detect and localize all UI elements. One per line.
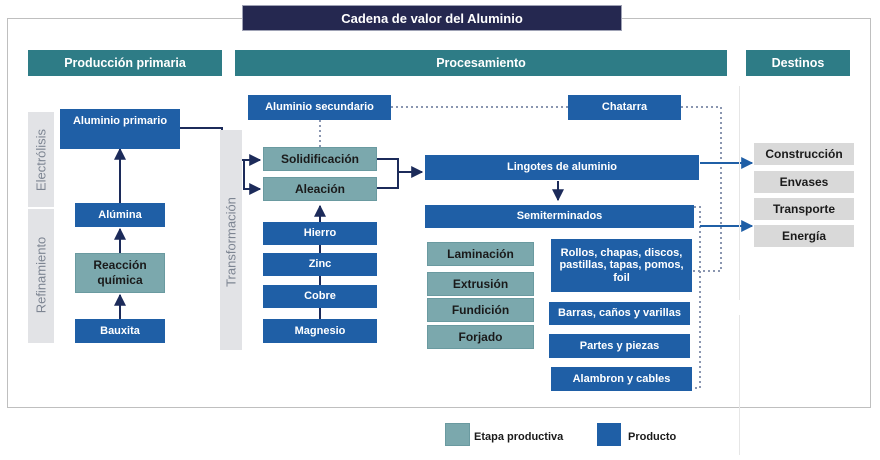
node-alumina: Alúmina bbox=[75, 203, 165, 227]
node-aluminio-secundario: Aluminio secundario bbox=[248, 95, 391, 120]
node-alloy-cobre: Cobre bbox=[263, 285, 377, 308]
node-alloy-hierro: Hierro bbox=[263, 222, 377, 245]
node-semiterminados: Semiterminados bbox=[425, 205, 694, 228]
guide-line-upper bbox=[739, 86, 740, 300]
node-stage-fundicion: Fundición bbox=[427, 298, 534, 322]
side-label-refining: Refinamiento bbox=[33, 236, 49, 314]
node-product-alambron: Alambron y cables bbox=[551, 367, 692, 391]
side-bar-transformation bbox=[220, 130, 242, 350]
node-stage-laminacion: Laminación bbox=[427, 242, 534, 266]
destination-energia: Energía bbox=[754, 225, 854, 247]
side-bar-refining bbox=[28, 209, 54, 343]
node-chatarra: Chatarra bbox=[568, 95, 681, 120]
header-processing: Procesamiento bbox=[235, 50, 727, 76]
header-destinations: Destinos bbox=[746, 50, 850, 76]
legend-swatch-product bbox=[597, 423, 621, 446]
legend-label-product: Producto bbox=[628, 431, 677, 443]
diagram-title: Cadena de valor del Aluminio bbox=[242, 5, 622, 31]
node-bauxita: Bauxita bbox=[75, 319, 165, 343]
arrow-aleacion-to-lingotes bbox=[377, 166, 424, 189]
node-alloy-magnesio: Magnesio bbox=[263, 319, 377, 343]
node-lingotes: Lingotes de aluminio bbox=[425, 155, 699, 180]
node-product-rollos: Rollos, chapas, discos, pastillas, tapas… bbox=[551, 239, 692, 292]
dotted-semiterminados-bracket bbox=[692, 206, 701, 389]
node-solidificacion: Solidificación bbox=[263, 147, 377, 171]
destination-transporte: Transporte bbox=[754, 198, 854, 220]
node-alloy-zinc: Zinc bbox=[263, 253, 377, 276]
node-aluminio-primario: Aluminio primario bbox=[60, 109, 180, 149]
legend-swatch-stage bbox=[445, 423, 470, 446]
destination-construccion: Construcción bbox=[754, 143, 854, 165]
arrow-primario-to-aleacion bbox=[243, 160, 262, 195]
arrow-solidificacion-to-lingotes bbox=[377, 158, 399, 172]
node-product-barras: Barras, caños y varillas bbox=[549, 302, 690, 325]
node-reaccion-quimica: Reacción química bbox=[75, 253, 165, 293]
legend-label-stage: Etapa productiva bbox=[474, 431, 564, 443]
guide-line-lower bbox=[739, 315, 740, 455]
node-stage-forjado: Forjado bbox=[427, 325, 534, 349]
node-aleacion: Aleación bbox=[263, 177, 377, 201]
header-primary-production: Producción primaria bbox=[28, 50, 222, 76]
node-stage-extrusion: Extrusión bbox=[427, 272, 534, 296]
side-label-transformation: Transformación bbox=[223, 197, 239, 287]
destination-envases: Envases bbox=[754, 171, 854, 193]
side-bar-electrolysis bbox=[28, 112, 54, 208]
side-label-electrolysis: Electrólisis bbox=[33, 128, 49, 192]
node-product-partes: Partes y piezas bbox=[549, 334, 690, 358]
dotted-chatarra-loop bbox=[681, 106, 722, 272]
